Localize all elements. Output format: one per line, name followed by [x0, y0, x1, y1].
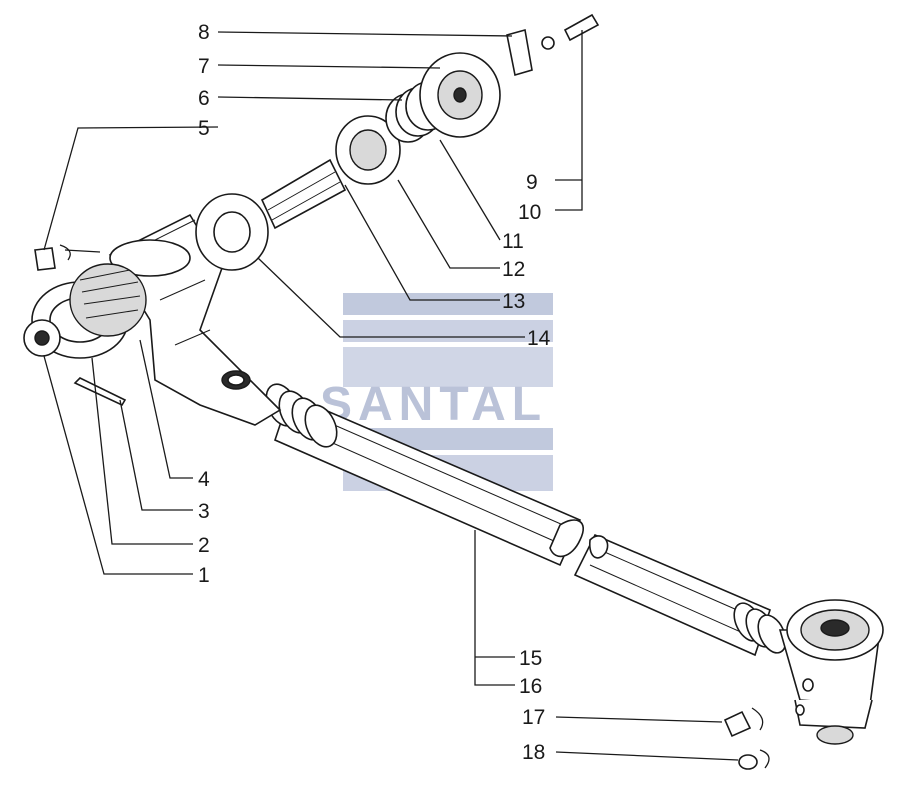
callout-number-2: 2: [198, 534, 210, 557]
left-stack-parts: [23, 244, 147, 407]
callout-number-10: 10: [518, 201, 541, 224]
callout-number-16: 16: [519, 675, 542, 698]
bolt-part-9: [563, 13, 600, 42]
callouts: 8 7 6 5 9 10 11 12 13 14 4 3 2: [43, 21, 739, 764]
grease-fitting-part-17: [723, 710, 752, 738]
callout-number-13: 13: [502, 290, 525, 313]
callout-number-12: 12: [502, 258, 525, 281]
lock-plate-part-8: [506, 28, 533, 77]
callout-number-17: 17: [522, 706, 545, 729]
watermark-bar-3: [343, 347, 553, 387]
callout-number-6: 6: [198, 87, 210, 110]
callout-number-8: 8: [198, 21, 210, 44]
socket-bellows: [733, 602, 787, 654]
tube-bellows: [265, 383, 338, 448]
upper-exploded-stack: [195, 13, 600, 271]
callout-number-15: 15: [519, 647, 542, 670]
lock-washer-part-10: [541, 36, 555, 50]
watermark-bar-2: [343, 320, 553, 342]
watermark-bar-1: [343, 293, 553, 315]
right-small-parts: [723, 707, 770, 770]
callout-number-3: 3: [198, 500, 210, 523]
callout-number-4: 4: [198, 468, 210, 491]
callout-number-5: 5: [198, 117, 210, 140]
grease-fitting-part-5: [34, 247, 56, 271]
cotter-pin-part-3: [73, 377, 127, 407]
watermark-logo: SANTAL: [320, 293, 553, 491]
callout-number-11: 11: [502, 230, 524, 253]
callout-number-9: 9: [526, 171, 538, 194]
callout-number-1: 1: [198, 564, 210, 587]
plug-part-18: [738, 754, 758, 770]
ball-pin-part-13: [260, 158, 347, 230]
callout-number-14: 14: [527, 327, 551, 350]
ball-socket-housing: [778, 599, 884, 745]
callout-number-7: 7: [198, 55, 210, 78]
watermark-text: SANTAL: [320, 378, 547, 431]
tie-rod-tube: [265, 383, 787, 657]
callout-number-18: 18: [522, 741, 545, 764]
